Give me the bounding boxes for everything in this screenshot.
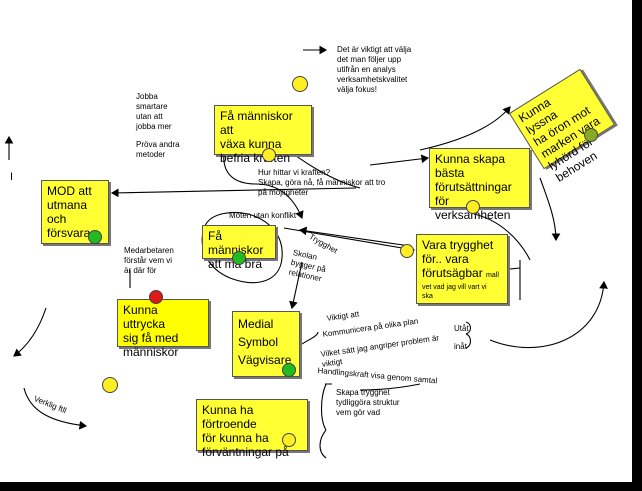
text-line: verksamhetskvalitet (337, 75, 408, 84)
bracket-utat (465, 321, 472, 349)
text-line: det man följer upp (337, 55, 402, 64)
text-jobba-smartare: Jobba smartare utan att jobba mer (136, 92, 172, 132)
note-line: sig få med (123, 331, 179, 345)
note-line: Få människor (208, 229, 264, 257)
note-line: försvara (47, 226, 91, 240)
dot-green-ma-bra (232, 251, 246, 265)
arrow-up-right-big (489, 280, 608, 348)
curve-from-vaxa (223, 151, 304, 220)
note-small-line: ska (422, 293, 433, 300)
dot-yellow-trygghet (400, 244, 414, 258)
text-medarbetaren: Medarbetaren förstår vem vi är där för (124, 246, 174, 276)
text-line: tydliggöra struktur (336, 398, 400, 407)
text-line: vem gör vad (336, 408, 381, 417)
note-line: för verksamheten (435, 194, 511, 222)
dot-yellow-left (102, 377, 118, 393)
arrow-to-mod (110, 187, 357, 198)
text-line: smartare (136, 102, 168, 111)
text-line: Det är viktigt att välja (337, 45, 412, 54)
text-line: utan att (136, 112, 163, 121)
dot-yellow-kunna-skapa (466, 200, 480, 214)
frame-right-border (632, 0, 642, 491)
note-line: MOD att (47, 184, 92, 198)
text-line: Hur hittar vi kraften? (258, 168, 331, 177)
note-line: växa kunna (220, 137, 282, 151)
note-vaxa-kunna[interactable]: Få människor att växa kunna befria kraft… (214, 105, 312, 165)
note-medial-symbol[interactable]: Medial Symbol Vägvisare (232, 311, 300, 377)
note-line: för kunna ha (202, 431, 269, 445)
note-line: förutsägbar (422, 266, 483, 280)
text-utat: Utåt (454, 324, 469, 333)
dot-green-medial (282, 363, 296, 377)
arrow-down-lyssna (539, 177, 561, 242)
text-skapa-trygghet: Skapa trygghet tydliggöra struktur vem g… (336, 388, 400, 418)
note-line: Symbol (238, 335, 279, 349)
arrow-up-to-lyssna (419, 106, 511, 151)
text-hur-hittar: Hur hittar vi kraften? Skapa, göra nå, f… (258, 168, 385, 198)
arrow-down-to-medial (289, 261, 303, 310)
text-line: metoder (136, 150, 166, 159)
text-cursor-mark: I (10, 171, 14, 183)
note-line: bästa (435, 166, 465, 180)
text-line: jobba mer (136, 122, 172, 131)
text-inat: inåt (454, 342, 467, 351)
text-line: på möjligheter (258, 188, 309, 197)
frame-bottom-border (0, 482, 642, 491)
text-line: Skapa, göra nå, få människor att tro (258, 178, 386, 187)
note-line: Kunna uttrycka (123, 303, 166, 331)
note-line: Medial (238, 317, 274, 331)
note-line: Vara trygghet (422, 238, 494, 252)
curve-left-mid (13, 307, 47, 357)
note-line: för.. vara (422, 252, 469, 266)
note-line-forutsagbar: förutsägbar mall (422, 266, 502, 283)
curve-right-side (473, 213, 531, 261)
dot-olive-lyssna (584, 128, 598, 142)
text-line: välja fokus! (337, 85, 378, 94)
arrow-hur-to-kunna-skapa (369, 154, 430, 166)
note-small-line: vet vad jag vill vart vi (422, 284, 487, 291)
dot-yellow-fortroende (282, 433, 296, 447)
text-line: Medarbetaren (124, 246, 174, 255)
dot-green-mod (88, 230, 102, 244)
dot-yellow-top (292, 76, 308, 92)
note-line: förutsättningar (435, 180, 512, 194)
dot-red-uttrycka (149, 290, 163, 304)
curve-left-bottom (23, 387, 88, 430)
arrow-handlingskraft-to-skapa (359, 383, 421, 391)
line-from-skapa (319, 383, 332, 459)
note-line: förväntningar på (202, 445, 289, 459)
dot-yellow-vaxa (262, 148, 276, 162)
arrow-to-trygghet (283, 227, 416, 254)
text-line: Skapa trygghet (336, 388, 390, 397)
text-line: är där för (124, 266, 157, 275)
note-vara-trygghet[interactable]: Vara trygghet för.. vara förutsägbar mal… (416, 234, 508, 304)
note-line: Kunna ha förtroende (202, 403, 257, 431)
note-kunna-skapa[interactable]: Kunna skapa bästa förutsättningar för ve… (429, 148, 530, 222)
note-line: utmana (47, 198, 88, 212)
text-line: förstår vem vi (124, 256, 173, 265)
note-line: Kunna skapa (435, 152, 506, 166)
note-line: Vägvisare (238, 353, 292, 367)
text-prova-metoder: Pröva andra metoder (136, 140, 180, 160)
note-line: Få människor att (220, 109, 293, 137)
note-small-line: mall (486, 272, 499, 279)
text-line: Jobba (136, 92, 158, 101)
text-line: utifrån en analys (337, 65, 396, 74)
text-viktigt-valja: Det är viktigt att välja det man följer … (337, 45, 411, 95)
blob-around-ma-bra (201, 211, 283, 284)
note-kunna-uttrycka[interactable]: Kunna uttrycka sig få med människor (117, 299, 209, 359)
text-moten: Möten utan konflikt (229, 211, 297, 220)
note-line: människor (123, 345, 179, 359)
note-line: och (47, 212, 67, 226)
arrow-back-from-trygghet (298, 226, 411, 247)
text-line: Pröva andra (136, 140, 180, 149)
arrow-kommunicera-to-medial (301, 331, 319, 345)
